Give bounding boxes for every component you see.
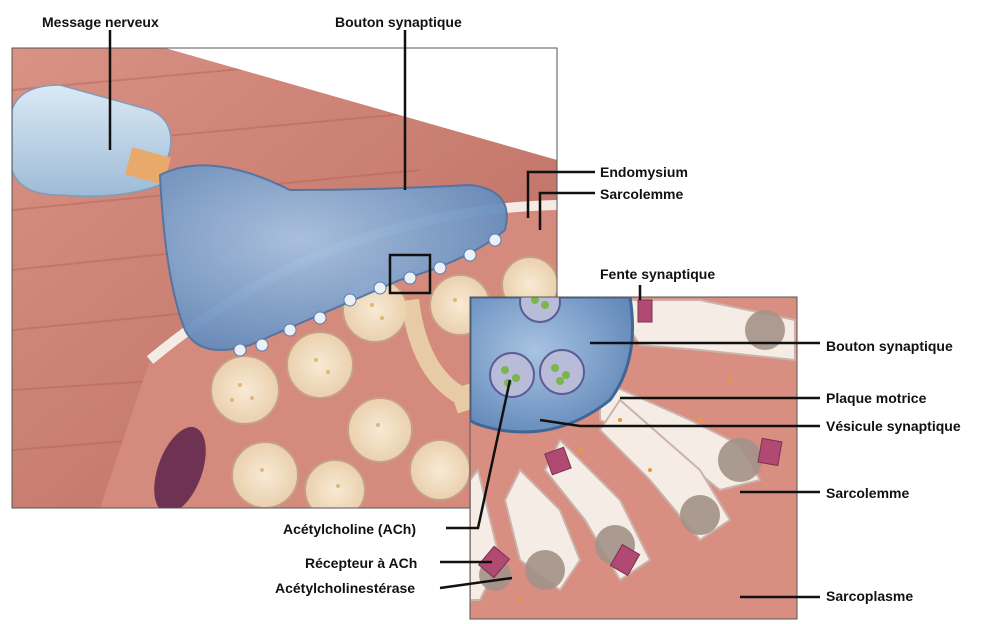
label-message-nerveux: Message nerveux	[42, 14, 159, 30]
label-fente-synaptique: Fente synaptique	[600, 266, 715, 282]
label-endomysium: Endomysium	[600, 164, 688, 180]
inset-panel	[470, 282, 797, 619]
label-bouton-synaptique-right: Bouton synaptique	[826, 338, 953, 354]
label-recepteur-ach: Récepteur à ACh	[305, 555, 417, 571]
label-sarcolemme-top: Sarcolemme	[600, 186, 683, 202]
label-acetylcholinesterase: Acétylcholinestérase	[275, 580, 415, 596]
label-sarcolemme-right: Sarcolemme	[826, 485, 909, 501]
label-sarcoplasme: Sarcoplasme	[826, 588, 913, 604]
label-acetylcholine: Acétylcholine (ACh)	[283, 521, 416, 537]
label-bouton-synaptique-top: Bouton synaptique	[335, 14, 462, 30]
label-plaque-motrice: Plaque motrice	[826, 390, 926, 406]
label-vesicule-synaptique: Vésicule synaptique	[826, 418, 961, 434]
